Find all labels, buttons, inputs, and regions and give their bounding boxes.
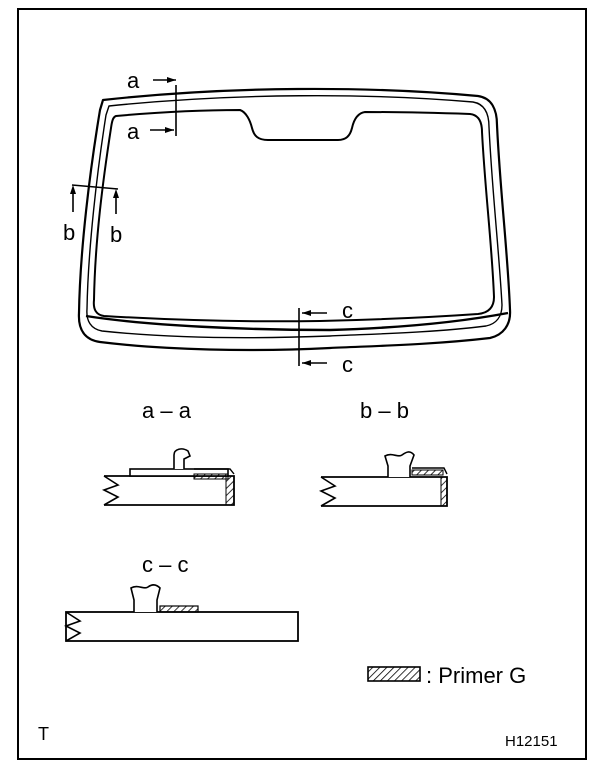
section-bb-title: b – b	[360, 398, 409, 423]
figure-code: H12151	[505, 733, 558, 750]
callout-a	[150, 77, 177, 136]
section-bb-drawing	[318, 451, 448, 507]
figure-border	[17, 8, 587, 760]
legend-label: : Primer G	[426, 663, 526, 688]
section-cc-title: c – c	[142, 552, 188, 577]
windshield-outer-edge	[77, 87, 512, 352]
callout-b	[70, 184, 119, 214]
callout-b-right-label: b	[110, 222, 122, 247]
section-aa-drawing	[101, 448, 235, 506]
windshield-molding	[86, 94, 503, 339]
callout-c-bottom-label: c	[342, 352, 353, 377]
callout-c-top-label: c	[342, 298, 353, 323]
callout-c	[298, 308, 327, 366]
windshield-bottom-edge	[85, 311, 509, 332]
footer-left-mark: T	[38, 724, 49, 744]
callout-a-top-label: a	[127, 68, 140, 93]
windshield-inner-area	[92, 109, 495, 323]
callout-a-bottom-label: a	[127, 119, 140, 144]
section-aa-title: a – a	[142, 398, 192, 423]
section-cc-drawing	[63, 584, 299, 642]
windshield-outline	[77, 87, 512, 352]
legend-hatch-swatch	[367, 666, 421, 682]
callout-b-left-label: b	[63, 220, 75, 245]
